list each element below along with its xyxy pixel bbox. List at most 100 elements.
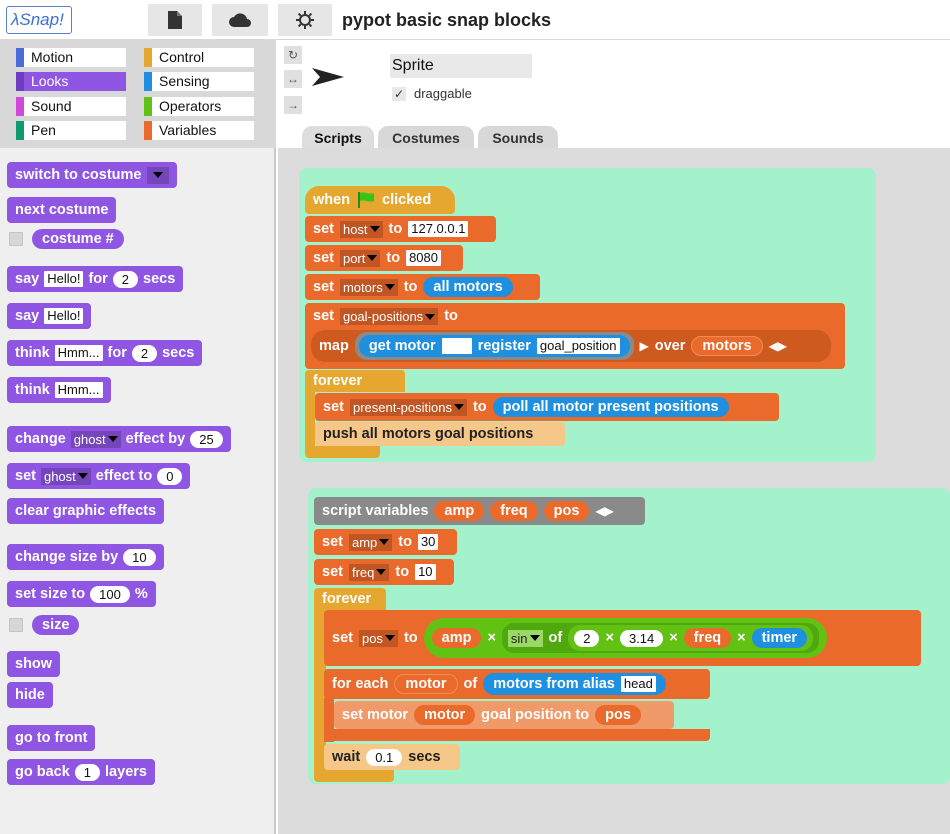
no-rotate-icon[interactable]: → [284, 96, 302, 114]
dropdown-arrow-icon [369, 226, 380, 232]
reporter-size[interactable]: size [32, 615, 80, 635]
dropdown-arrow-icon [379, 539, 390, 545]
reporter-multiply[interactable]: amp × sin of 2 × 3.14 × freq × timer [423, 618, 828, 658]
dropdown-arrow-icon [152, 172, 163, 178]
variable-dropdown[interactable]: pos [358, 629, 398, 647]
file-button[interactable] [148, 4, 202, 36]
variable-dropdown[interactable]: freq [348, 563, 390, 581]
block-switch-to-costume[interactable]: switch to costume [7, 162, 177, 188]
dropdown-arrow-icon [529, 635, 540, 641]
dropdown-arrow-icon [376, 569, 387, 575]
tab-costumes[interactable]: Costumes [378, 126, 474, 150]
category-operators[interactable]: Operators [144, 97, 254, 116]
category-variables[interactable]: Variables [144, 121, 254, 140]
tab-scripts[interactable]: Scripts [302, 126, 374, 150]
arrows-icon[interactable]: ◀▶ [595, 504, 614, 518]
category-sound[interactable]: Sound [16, 97, 126, 116]
category-motion[interactable]: Motion [16, 48, 126, 67]
block-clear-graphic-effects[interactable]: clear graphic effects [7, 498, 165, 524]
project-title: pypot basic snap blocks [342, 10, 552, 30]
block-hide[interactable]: hide [7, 682, 53, 708]
block-forever[interactable]: forever [305, 370, 405, 392]
effect-dropdown[interactable]: ghost [40, 467, 91, 485]
costume-number-checkbox[interactable] [9, 232, 23, 246]
block-go-to-front[interactable]: go to front [7, 725, 96, 751]
hat-block-when-flag-clicked[interactable]: when clicked [305, 186, 455, 214]
dropdown-arrow-icon [107, 436, 118, 442]
dropdown-arrow-icon [367, 255, 378, 261]
effect-dropdown[interactable]: ghost [70, 430, 121, 448]
costume-dropdown[interactable] [146, 166, 169, 184]
size-checkbox[interactable] [9, 618, 23, 632]
category-pen[interactable]: Pen [16, 121, 126, 140]
draggable-option[interactable]: ✓ draggable [392, 86, 472, 101]
dropdown-arrow-icon [77, 473, 88, 479]
top-bar: λSnap! pypot basic snap blocks [0, 0, 950, 40]
variable-dropdown[interactable]: port [339, 249, 381, 267]
arrow-right-icon[interactable]: ▶ [639, 339, 649, 353]
draggable-checkbox[interactable]: ✓ [392, 86, 406, 101]
snap-logo[interactable]: λSnap! [6, 6, 72, 34]
function-dropdown[interactable]: sin [507, 629, 543, 647]
category-looks[interactable]: Looks [16, 72, 126, 91]
sprite-arrow-icon [312, 68, 344, 86]
sprite-name-field[interactable]: Sprite [390, 54, 532, 78]
block-show[interactable]: show [7, 651, 61, 677]
settings-button[interactable] [278, 4, 332, 36]
variable-dropdown[interactable]: goal-positions [339, 308, 439, 325]
dropdown-arrow-icon [453, 404, 464, 410]
motor-slot[interactable] [441, 338, 472, 354]
cloud-icon [229, 13, 251, 27]
variable-dropdown[interactable]: host [339, 220, 383, 238]
category-control[interactable]: Control [144, 48, 254, 67]
reporter-costume-number[interactable]: costume # [32, 229, 124, 249]
tab-sounds[interactable]: Sounds [478, 126, 558, 150]
flip-horizontal-icon[interactable]: ↔ [284, 70, 302, 88]
block-palette: switch to costume next costume costume #… [0, 148, 276, 834]
category-sensing[interactable]: Sensing [144, 72, 254, 91]
dropdown-arrow-icon [384, 635, 395, 641]
rotate-icon[interactable]: ↻ [284, 46, 302, 64]
variable-dropdown[interactable]: motors [339, 278, 398, 296]
arrows-icon[interactable]: ◀▶ [768, 339, 788, 353]
variable-dropdown[interactable]: amp [348, 533, 393, 551]
cloud-button[interactable] [212, 4, 268, 36]
sprite-info-pane: ↻ ↔ → Sprite ✓ draggable Scripts Costume… [278, 40, 950, 150]
category-selector: Motion Control Looks Sensing Sound Opera… [0, 40, 276, 148]
file-icon [168, 11, 182, 29]
reporter-product[interactable]: 2 × 3.14 × freq × timer [568, 625, 814, 651]
green-flag-icon [358, 192, 375, 208]
dropdown-arrow-icon [425, 313, 436, 320]
block-push-goal-positions[interactable]: push all motors goal positions [315, 422, 565, 446]
reporter-sin-of[interactable]: sin of 2 × 3.14 × freq × timer [501, 623, 820, 653]
variable-dropdown[interactable]: present-positions [349, 398, 467, 416]
block-next-costume[interactable]: next costume [7, 197, 117, 223]
gear-icon [296, 11, 314, 29]
block-forever[interactable]: forever [314, 588, 386, 610]
